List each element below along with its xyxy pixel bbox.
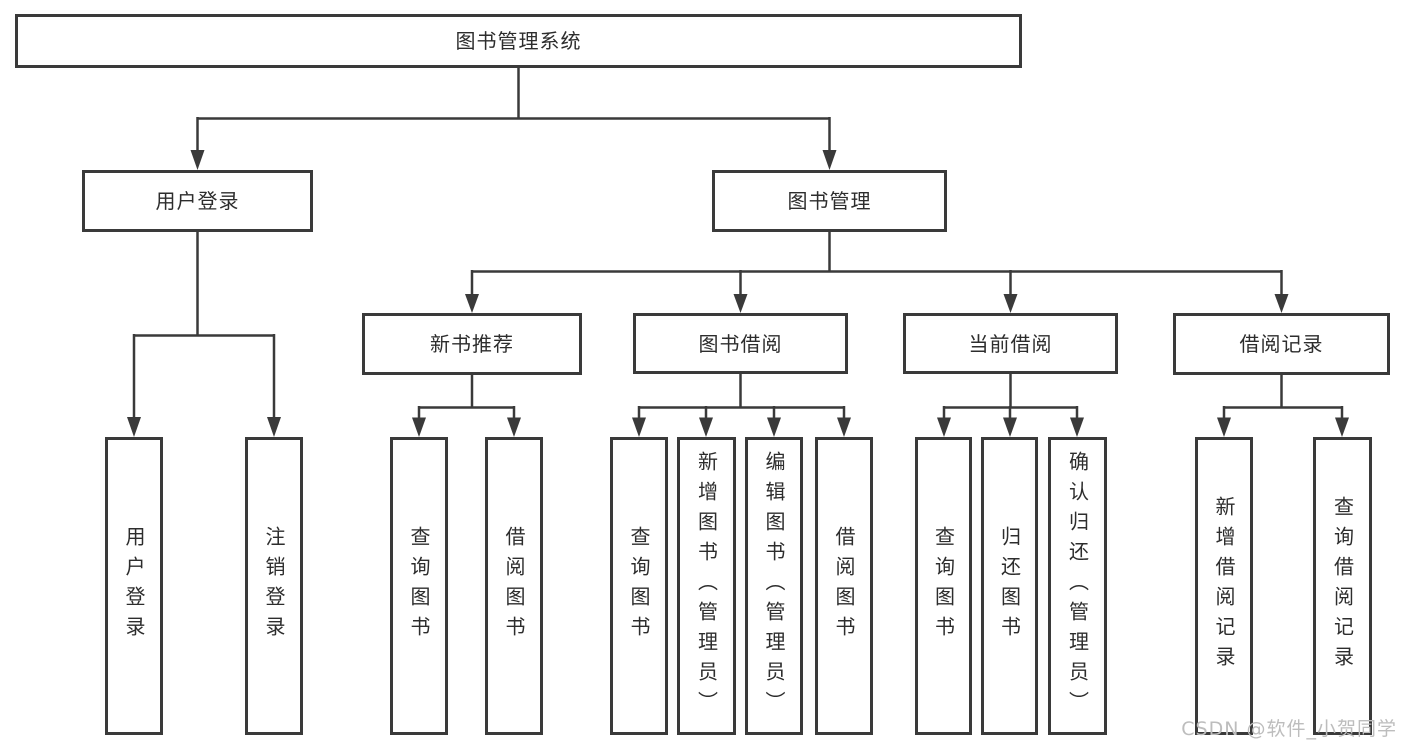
leaf-add-books-admin: 新增图书（管理员） [677,437,736,735]
leaf-borrow-books-recommend: 借阅图书 [485,437,543,735]
node-book-borrowing: 图书借阅 [633,313,848,374]
leaf-add-borrow-record: 新增借阅记录 [1195,437,1253,735]
leaf-confirm-return-admin: 确认归还（管理员） [1048,437,1107,735]
leaf-query-borrow-record: 查询借阅记录 [1313,437,1372,735]
arrowhead [822,150,837,170]
node-label: 借阅图书 [502,526,526,646]
arrowhead [507,417,521,437]
arrowhead [267,417,281,437]
leaf-query-books-recommend: 查询图书 [390,437,448,735]
node-label: 查询图书 [931,526,956,646]
node-label: 用户登录 [122,526,146,646]
arrowhead [1003,294,1018,313]
arrowhead [1335,417,1349,437]
leaf-query-books-current: 查询图书 [915,437,972,735]
arrowhead [837,417,851,437]
node-label: 图书管理系统 [455,29,582,53]
node-label: 图书管理 [787,189,872,213]
node-label: 查询借阅记录 [1330,496,1355,676]
arrowhead [190,150,205,170]
node-label: 图书借阅 [698,331,783,356]
node-label: 查询图书 [407,526,431,646]
arrowhead [767,417,781,437]
node-label: 借阅记录 [1239,332,1324,356]
arrowhead [1003,417,1017,437]
leaf-borrow-books-borrowing: 借阅图书 [815,437,873,735]
node-borrowing-records: 借阅记录 [1173,313,1390,375]
arrowhead [632,417,646,437]
node-label: 借阅图书 [832,526,856,646]
node-label: 确认归还（管理员） [1065,451,1090,721]
node-label: 归还图书 [997,526,1022,646]
node-label: 用户登录 [155,189,240,213]
node-label: 新增图书（管理员） [694,451,719,721]
arrowhead [127,417,141,437]
arrowhead [1217,417,1231,437]
arrowhead [937,417,951,437]
arrowhead [1274,294,1289,313]
node-label: 注销登录 [262,526,286,646]
leaf-logout: 注销登录 [245,437,303,735]
leaf-return-books: 归还图书 [981,437,1038,735]
node-book-management: 图书管理 [712,170,947,232]
arrowhead [699,417,713,437]
arrowhead [465,294,479,313]
node-label: 新增借阅记录 [1212,496,1236,676]
leaf-user-login: 用户登录 [105,437,163,735]
arrowhead [733,294,748,313]
node-label: 新书推荐 [430,332,514,356]
node-current-borrowing: 当前借阅 [903,313,1118,374]
node-new-book-recommend: 新书推荐 [362,313,582,375]
csdn-watermark: CSDN @软件_小贺同学 [1181,718,1397,740]
node-label: 当前借阅 [968,331,1053,356]
leaf-query-books-borrowing: 查询图书 [610,437,668,735]
node-root-library-management-system: 图书管理系统 [15,14,1022,68]
node-user-login: 用户登录 [82,170,313,232]
leaf-edit-books-admin: 编辑图书（管理员） [745,437,803,735]
node-label: 编辑图书（管理员） [762,451,786,721]
arrowhead [1070,417,1084,437]
node-label: 查询图书 [627,526,651,646]
arrowhead [412,417,426,437]
